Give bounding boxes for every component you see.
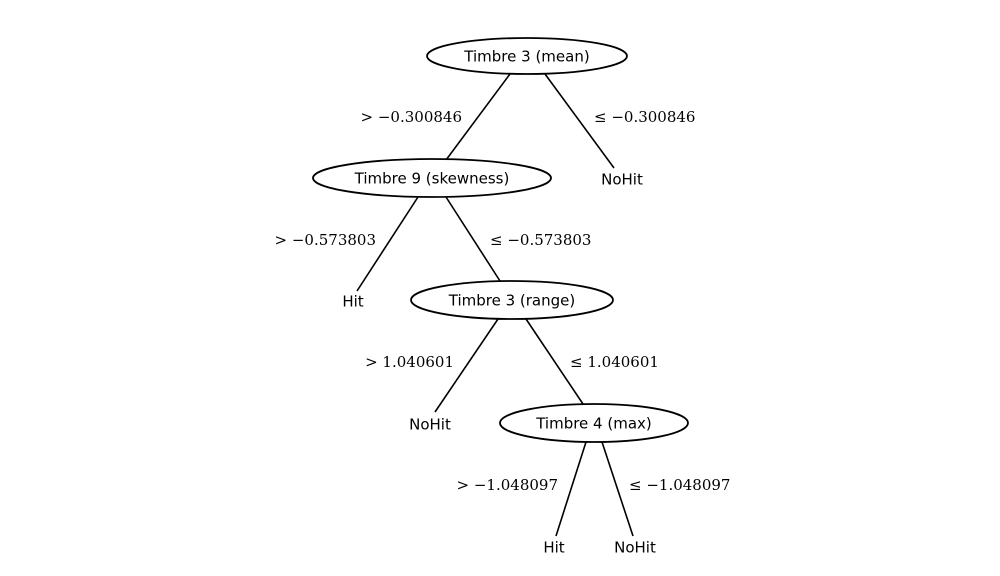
edges-layer (356, 73, 634, 537)
edge-label-n5-n6: > 1.040601 (365, 353, 454, 371)
split-node-n5: Timbre 3 (range) (410, 280, 614, 320)
edge-n2-n5 (445, 196, 501, 282)
leaf-node-n9: NoHit (614, 539, 656, 557)
nodes-layer: Timbre 3 (mean)Timbre 9 (skewness)NoHitH… (312, 37, 689, 557)
split-node-n1: Timbre 3 (mean) (426, 37, 628, 75)
edge-n5-n7 (525, 318, 584, 405)
split-node-ellipse (410, 280, 614, 320)
leaf-node-n6: NoHit (409, 416, 451, 434)
edge-label-n2-n5: ≤ −0.573803 (490, 231, 591, 249)
split-node-label: Timbre 3 (range) (448, 292, 575, 310)
split-node-ellipse (312, 158, 552, 198)
leaf-node-n8: Hit (543, 539, 564, 557)
edge-n2-n4 (356, 196, 419, 292)
edge-label-n1-n2: > −0.300846 (361, 108, 462, 126)
edge-label-n7-n8: > −1.048097 (457, 476, 558, 494)
split-node-label: Timbre 9 (skewness) (354, 170, 510, 188)
leaf-node-n4: Hit (342, 293, 363, 311)
split-node-label: Timbre 4 (max) (535, 415, 652, 433)
split-node-n2: Timbre 9 (skewness) (312, 158, 552, 198)
edge-label-n2-n4: > −0.573803 (275, 231, 376, 249)
split-node-ellipse (426, 37, 628, 75)
edge-n7-n9 (601, 441, 634, 537)
edge-n5-n6 (434, 318, 499, 413)
edge-n7-n8 (555, 441, 587, 537)
edge-label-n7-n9: ≤ −1.048097 (629, 476, 730, 494)
edge-n1-n2 (445, 73, 511, 161)
split-node-ellipse (499, 403, 689, 443)
leaf-node-n3: NoHit (601, 171, 643, 189)
split-node-label: Timbre 3 (mean) (463, 48, 589, 66)
edge-n1-n3 (544, 73, 615, 169)
split-node-n7: Timbre 4 (max) (499, 403, 689, 443)
edge-labels-layer: > −0.300846 ≤ −0.300846 > −0.573803 ≤ −0.57… (275, 108, 731, 494)
edge-label-n5-n7: ≤ 1.040601 (570, 353, 659, 371)
edge-label-n1-n3: ≤ −0.300846 (594, 108, 695, 126)
